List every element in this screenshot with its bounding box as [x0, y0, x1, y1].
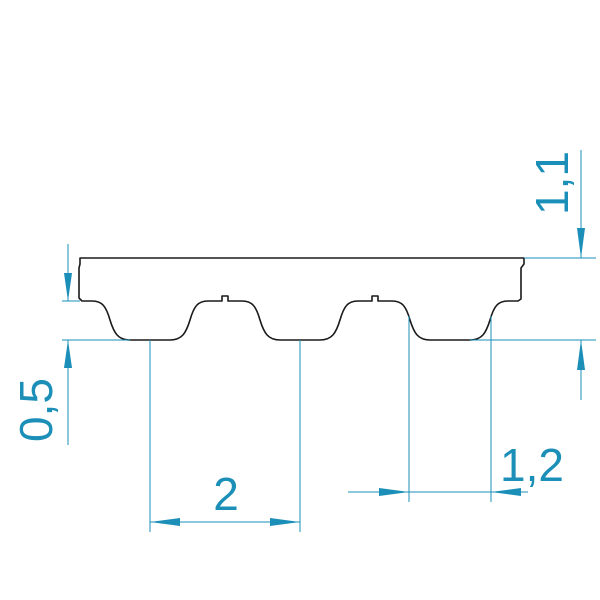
belt-height-dimension: 1,1 — [470, 150, 596, 400]
arrowhead-up — [577, 340, 585, 370]
arrowhead-left-inward — [491, 488, 521, 496]
tooth-height-dimension: 0,5 — [10, 244, 130, 445]
arrowhead-down — [577, 228, 585, 258]
pitch-label: 2 — [213, 468, 239, 520]
arrowhead-up-left — [64, 340, 72, 368]
tooth-width-dimension: 1,2 — [348, 316, 564, 502]
pitch-dimension: 2 — [149, 340, 301, 532]
arrowhead-left — [150, 518, 180, 526]
belt-height-label: 1,1 — [526, 151, 578, 215]
arrowhead-right-inward — [379, 488, 409, 496]
arrowhead-right — [270, 518, 300, 526]
arrowhead-down-left — [64, 273, 72, 301]
belt-profile-outline — [78, 257, 525, 341]
tooth-width-label: 1,2 — [500, 439, 564, 491]
tooth-height-label: 0,5 — [10, 378, 62, 442]
